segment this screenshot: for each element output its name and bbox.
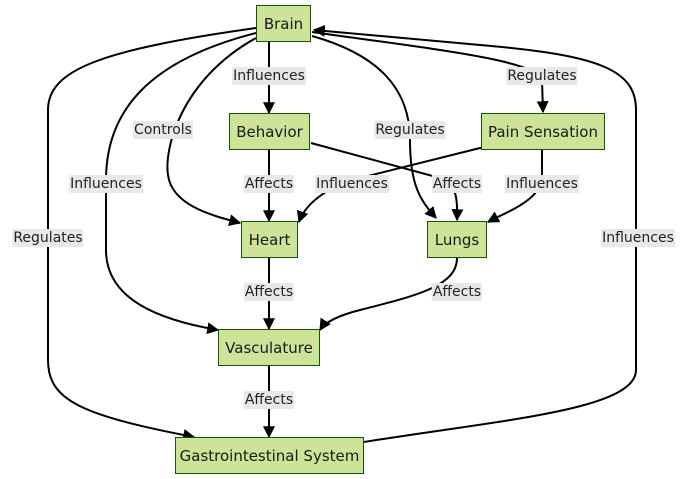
node-heart[interactable]: Heart	[241, 221, 298, 258]
edge-label-pain-lungs: Influences	[505, 175, 579, 193]
edge-label-brain-gi: Regulates	[12, 229, 84, 247]
node-pain-sensation[interactable]: Pain Sensation	[481, 113, 605, 150]
edge-label-behavior-lungs: Affects	[431, 175, 483, 193]
edge-label-brain-pain: Regulates	[506, 67, 578, 85]
edge-label-heart-vasculature: Affects	[243, 283, 295, 301]
node-brain-label: Brain	[263, 14, 304, 33]
node-vasculature-label: Vasculature	[225, 338, 313, 357]
edge-lungs-vasculature	[319, 257, 458, 332]
edge-label-pain-heart: Influences	[315, 175, 389, 193]
node-pain-sensation-label: Pain Sensation	[487, 122, 598, 141]
edge-label-vasculature-gi: Affects	[243, 391, 295, 409]
edge-brain-gi	[47, 27, 257, 441]
edge-label-lungs-vasculature: Affects	[431, 283, 483, 301]
node-gastrointestinal-system[interactable]: Gastrointestinal System	[175, 437, 364, 474]
edge-gi-brain	[312, 24, 637, 443]
edge-label-brain-behavior: Influences	[232, 67, 306, 85]
node-lungs[interactable]: Lungs	[427, 221, 487, 258]
node-behavior[interactable]: Behavior	[229, 113, 310, 150]
node-vasculature[interactable]: Vasculature	[218, 329, 320, 366]
edge-label-brain-lungs: Regulates	[374, 121, 446, 139]
edge-label-brain-vasculature: Influences	[69, 175, 143, 193]
node-lungs-label: Lungs	[434, 230, 480, 249]
node-behavior-label: Behavior	[236, 122, 303, 141]
edge-label-behavior-heart: Affects	[243, 175, 295, 193]
edge-label-gi-brain: Influences	[601, 229, 675, 247]
edge-label-brain-heart: Controls	[133, 121, 193, 139]
node-gi-label: Gastrointestinal System	[179, 446, 360, 465]
edge-brain-heart	[166, 37, 257, 227]
node-heart-label: Heart	[248, 230, 291, 249]
node-brain[interactable]: Brain	[256, 5, 311, 42]
